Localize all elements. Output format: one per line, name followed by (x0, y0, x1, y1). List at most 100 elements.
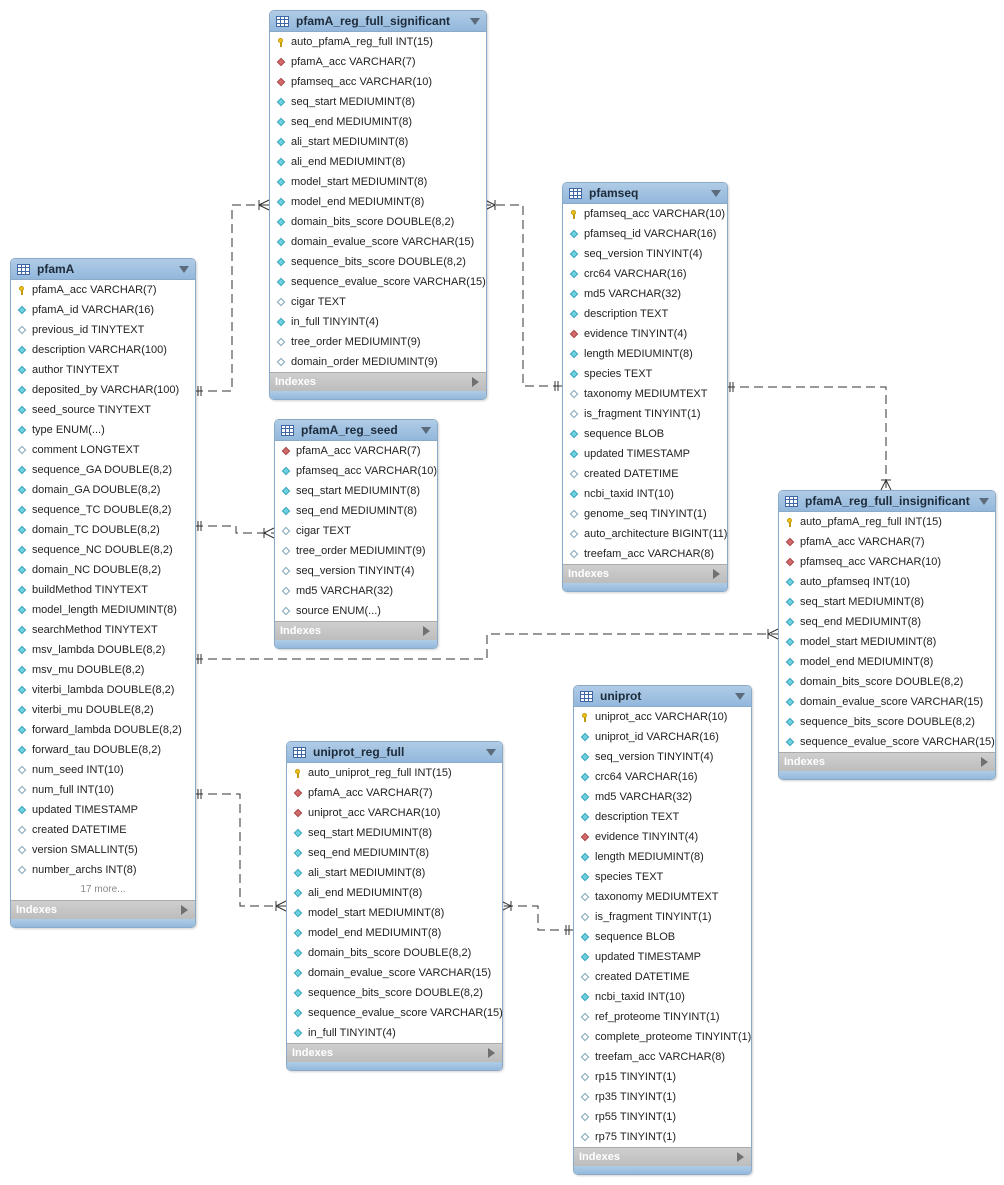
indexes-section[interactable]: Indexes (779, 752, 995, 771)
column-row[interactable]: pfamseq_acc VARCHAR(10) (270, 72, 486, 92)
collapse-toggle-icon[interactable] (421, 426, 431, 434)
column-row[interactable]: buildMethod TINYTEXT (11, 580, 195, 600)
column-row[interactable]: tree_order MEDIUMINT(9) (275, 541, 437, 561)
expand-arrow-icon[interactable] (981, 757, 988, 767)
column-row[interactable]: model_length MEDIUMINT(8) (11, 600, 195, 620)
column-row[interactable]: description TEXT (563, 304, 727, 324)
column-row[interactable]: ali_start MEDIUMINT(8) (270, 132, 486, 152)
expand-arrow-icon[interactable] (488, 1048, 495, 1058)
indexes-section[interactable]: Indexes (11, 900, 195, 919)
column-row[interactable]: pfamA_acc VARCHAR(7) (11, 280, 195, 300)
column-row[interactable]: created DATETIME (11, 820, 195, 840)
column-row[interactable]: previous_id TINYTEXT (11, 320, 195, 340)
column-row[interactable]: seq_start MEDIUMINT(8) (270, 92, 486, 112)
column-row[interactable]: uniprot_id VARCHAR(16) (574, 727, 751, 747)
column-row[interactable]: sequence BLOB (574, 927, 751, 947)
column-row[interactable]: tree_order MEDIUMINT(9) (270, 332, 486, 352)
collapse-toggle-icon[interactable] (735, 692, 745, 700)
expand-arrow-icon[interactable] (181, 905, 188, 915)
column-row[interactable]: rp15 TINYINT(1) (574, 1067, 751, 1087)
column-row[interactable]: seq_end MEDIUMINT(8) (275, 501, 437, 521)
column-row[interactable]: author TINYTEXT (11, 360, 195, 380)
column-row[interactable]: seq_end MEDIUMINT(8) (287, 843, 502, 863)
column-row[interactable]: sequence_evalue_score VARCHAR(15) (779, 732, 995, 752)
expand-arrow-icon[interactable] (472, 377, 479, 387)
column-row[interactable]: sequence_evalue_score VARCHAR(15) (287, 1003, 502, 1023)
column-row[interactable]: auto_pfamA_reg_full INT(15) (779, 512, 995, 532)
expand-arrow-icon[interactable] (713, 569, 720, 579)
column-row[interactable]: model_end MEDIUMINT(8) (779, 652, 995, 672)
column-row[interactable]: ncbi_taxid INT(10) (563, 484, 727, 504)
collapse-toggle-icon[interactable] (711, 189, 721, 197)
column-row[interactable]: sequence_NC DOUBLE(8,2) (11, 540, 195, 560)
column-row[interactable]: pfamA_acc VARCHAR(7) (270, 52, 486, 72)
column-row[interactable]: domain_NC DOUBLE(8,2) (11, 560, 195, 580)
column-row[interactable]: species TEXT (563, 364, 727, 384)
column-row[interactable]: cigar TEXT (270, 292, 486, 312)
indexes-section[interactable]: Indexes (574, 1147, 751, 1166)
indexes-section[interactable]: Indexes (563, 564, 727, 583)
column-row[interactable]: treefam_acc VARCHAR(8) (563, 544, 727, 564)
column-row[interactable]: evidence TINYINT(4) (574, 827, 751, 847)
table-header[interactable]: pfamA_reg_seed (275, 420, 437, 441)
column-row[interactable]: md5 VARCHAR(32) (574, 787, 751, 807)
column-row[interactable]: md5 VARCHAR(32) (563, 284, 727, 304)
column-row[interactable]: uniprot_acc VARCHAR(10) (574, 707, 751, 727)
column-row[interactable]: pfamseq_acc VARCHAR(10) (275, 461, 437, 481)
column-row[interactable]: auto_pfamseq INT(10) (779, 572, 995, 592)
column-row[interactable]: ali_start MEDIUMINT(8) (287, 863, 502, 883)
column-row[interactable]: updated TIMESTAMP (11, 800, 195, 820)
column-row[interactable]: source ENUM(...) (275, 601, 437, 621)
column-row[interactable]: pfamseq_acc VARCHAR(10) (779, 552, 995, 572)
column-row[interactable]: domain_TC DOUBLE(8,2) (11, 520, 195, 540)
column-row[interactable]: cigar TEXT (275, 521, 437, 541)
column-row[interactable]: seq_version TINYINT(4) (275, 561, 437, 581)
column-row[interactable]: rp75 TINYINT(1) (574, 1127, 751, 1147)
table-header[interactable]: pfamA_reg_full_insignificant (779, 491, 995, 512)
column-row[interactable]: sequence_evalue_score VARCHAR(15) (270, 272, 486, 292)
column-row[interactable]: description TEXT (574, 807, 751, 827)
column-row[interactable]: created DATETIME (563, 464, 727, 484)
column-row[interactable]: ali_end MEDIUMINT(8) (270, 152, 486, 172)
column-row[interactable]: length MEDIUMINT(8) (574, 847, 751, 867)
column-row[interactable]: rp55 TINYINT(1) (574, 1107, 751, 1127)
column-row[interactable]: ref_proteome TINYINT(1) (574, 1007, 751, 1027)
column-row[interactable]: seq_version TINYINT(4) (563, 244, 727, 264)
collapse-toggle-icon[interactable] (179, 265, 189, 273)
expand-arrow-icon[interactable] (423, 626, 430, 636)
column-row[interactable]: domain_GA DOUBLE(8,2) (11, 480, 195, 500)
column-row[interactable]: msv_mu DOUBLE(8,2) (11, 660, 195, 680)
indexes-section[interactable]: Indexes (287, 1043, 502, 1062)
column-row[interactable]: genome_seq TINYINT(1) (563, 504, 727, 524)
column-row[interactable]: model_start MEDIUMINT(8) (779, 632, 995, 652)
column-row[interactable]: model_start MEDIUMINT(8) (270, 172, 486, 192)
table-header[interactable]: uniprot_reg_full (287, 742, 502, 763)
column-row[interactable]: evidence TINYINT(4) (563, 324, 727, 344)
column-row[interactable]: sequence_bits_score DOUBLE(8,2) (779, 712, 995, 732)
column-row[interactable]: seed_source TINYTEXT (11, 400, 195, 420)
column-row[interactable]: pfamA_acc VARCHAR(7) (275, 441, 437, 461)
column-row[interactable]: searchMethod TINYTEXT (11, 620, 195, 640)
more-columns-link[interactable]: 17 more... (80, 884, 126, 895)
column-row[interactable]: comment LONGTEXT (11, 440, 195, 460)
column-row[interactable]: sequence_bits_score DOUBLE(8,2) (270, 252, 486, 272)
column-row[interactable]: taxonomy MEDIUMTEXT (563, 384, 727, 404)
column-row[interactable]: length MEDIUMINT(8) (563, 344, 727, 364)
column-row[interactable]: sequence_TC DOUBLE(8,2) (11, 500, 195, 520)
column-row[interactable]: ncbi_taxid INT(10) (574, 987, 751, 1007)
column-row[interactable]: domain_evalue_score VARCHAR(15) (779, 692, 995, 712)
column-row[interactable]: crc64 VARCHAR(16) (574, 767, 751, 787)
column-row[interactable]: pfamseq_acc VARCHAR(10) (563, 204, 727, 224)
column-row[interactable]: pfamA_acc VARCHAR(7) (287, 783, 502, 803)
column-row[interactable]: uniprot_acc VARCHAR(10) (287, 803, 502, 823)
column-row[interactable]: treefam_acc VARCHAR(8) (574, 1047, 751, 1067)
column-row[interactable]: type ENUM(...) (11, 420, 195, 440)
collapse-toggle-icon[interactable] (979, 497, 989, 505)
column-row[interactable]: description VARCHAR(100) (11, 340, 195, 360)
column-row[interactable]: md5 VARCHAR(32) (275, 581, 437, 601)
column-row[interactable]: seq_start MEDIUMINT(8) (779, 592, 995, 612)
